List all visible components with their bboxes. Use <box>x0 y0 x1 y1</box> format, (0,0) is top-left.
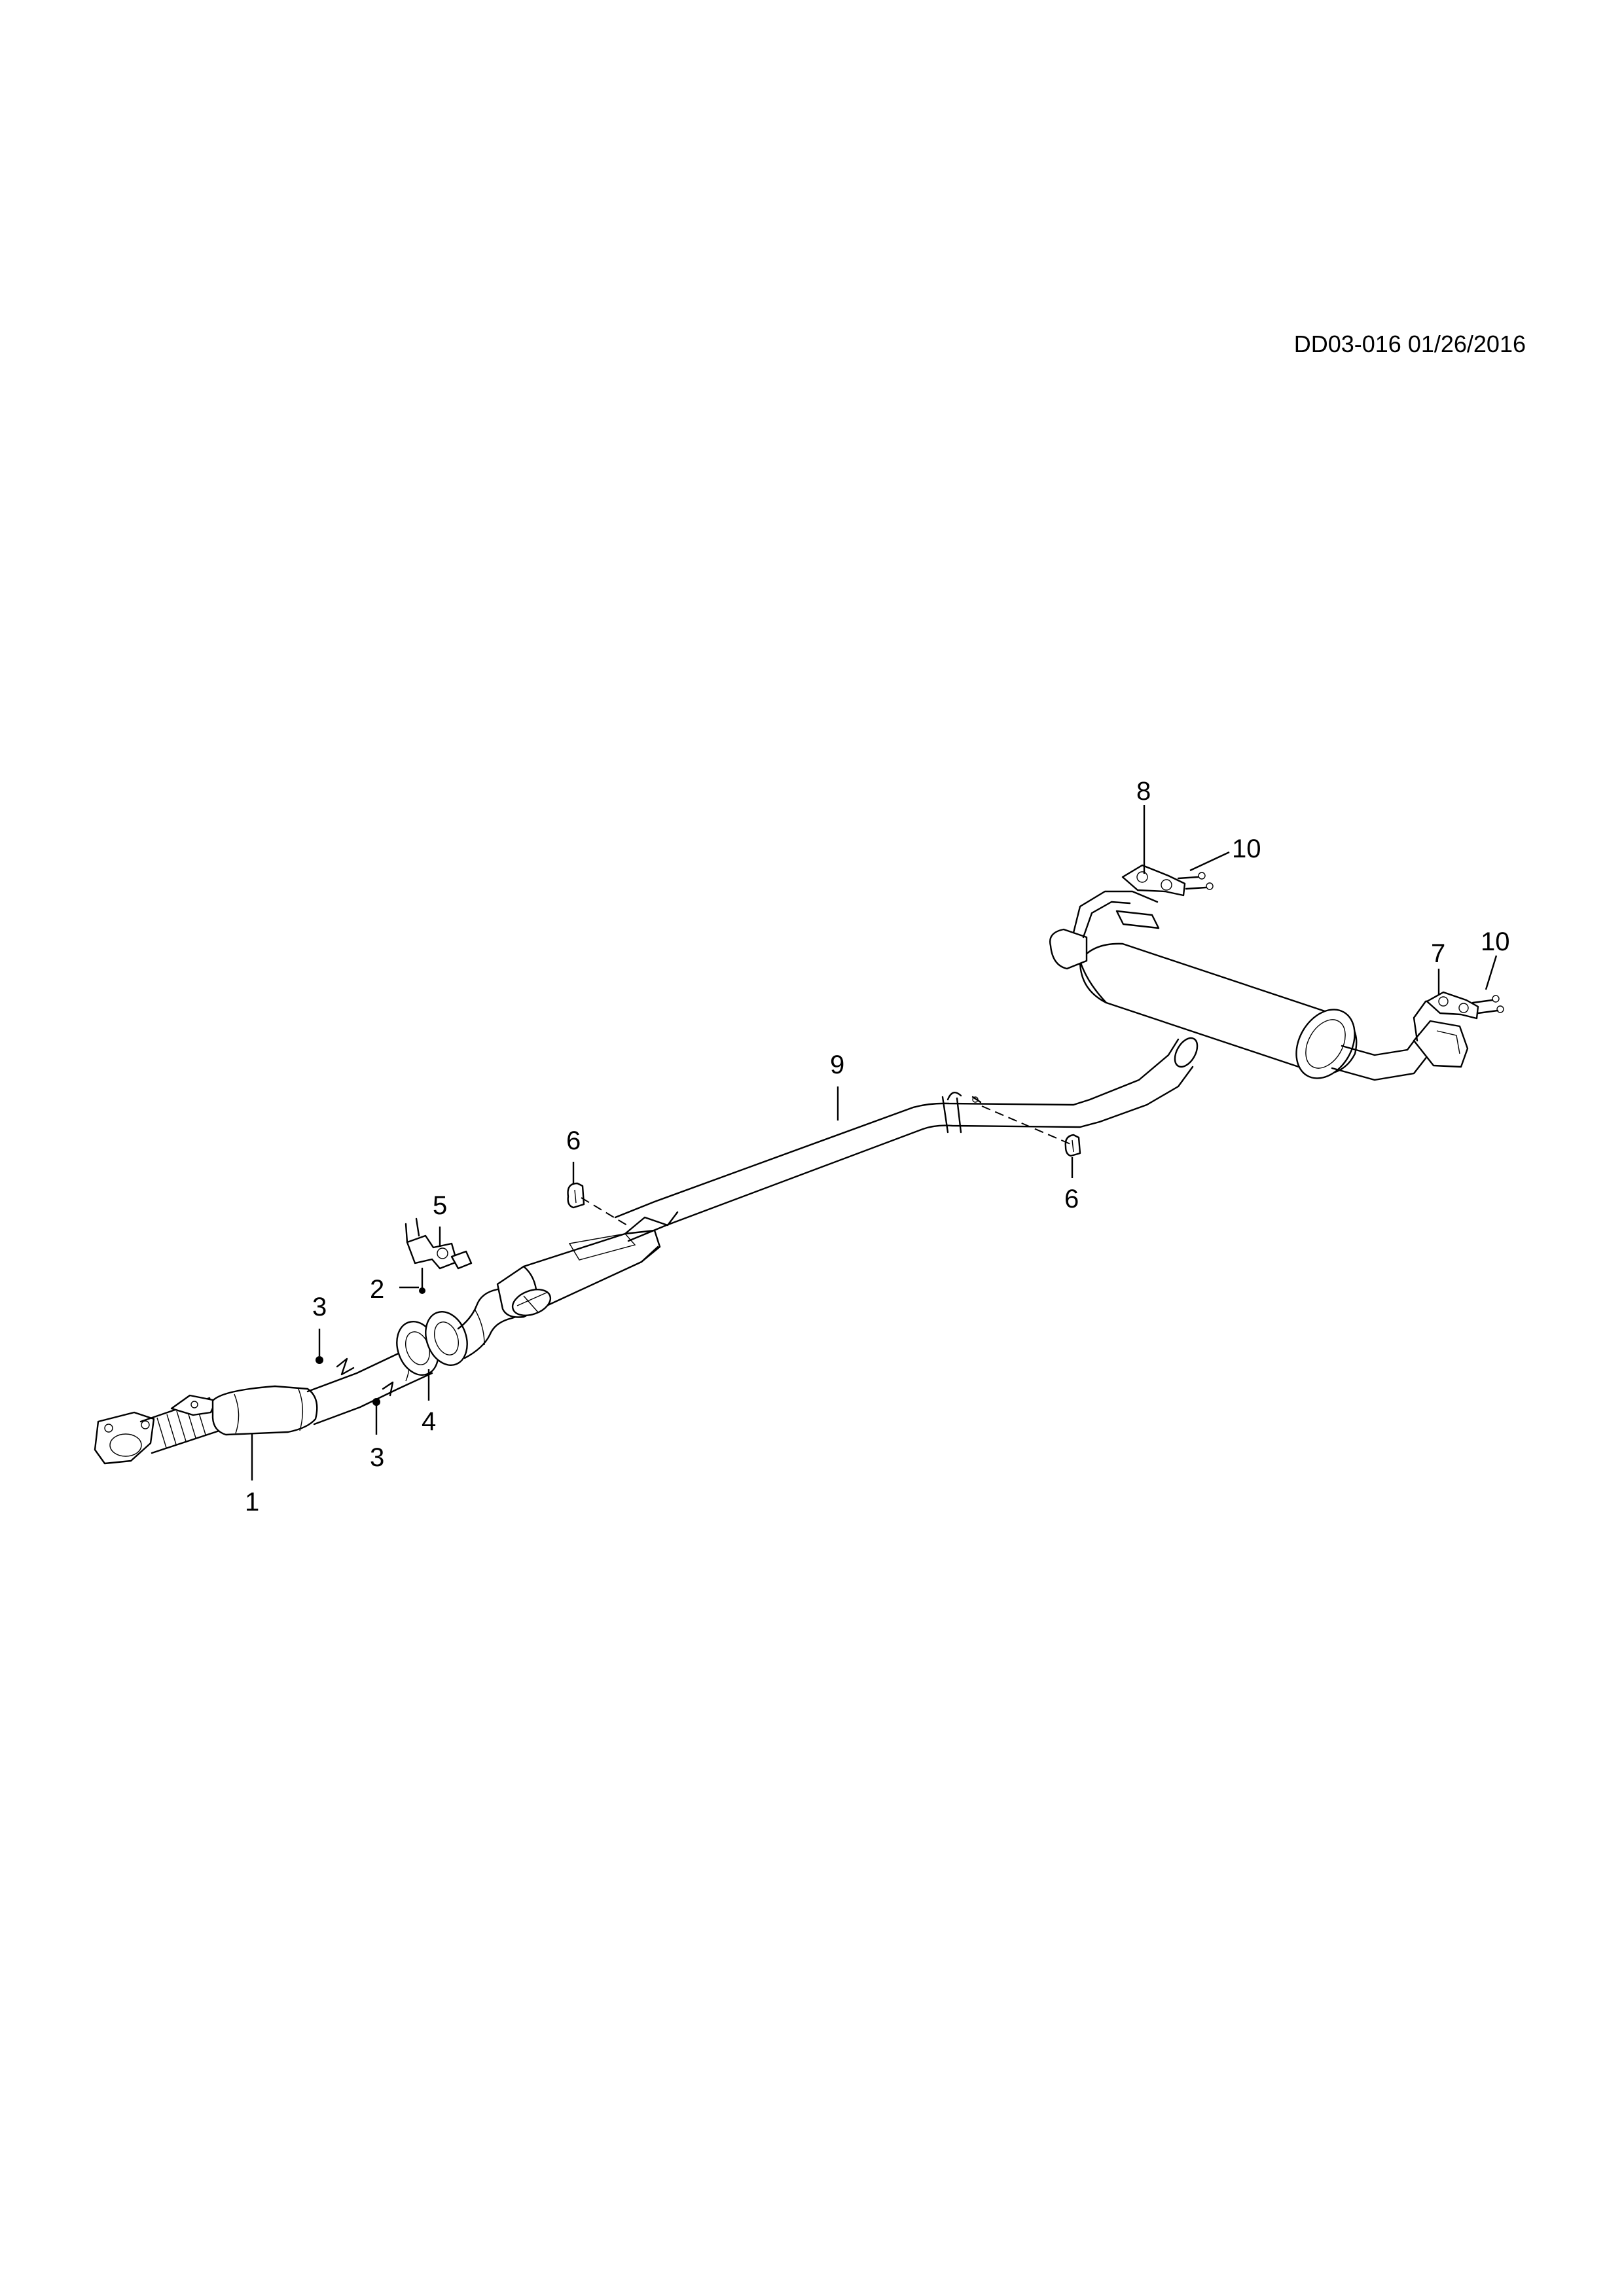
upper-hanger <box>1121 864 1214 897</box>
alignment-line-rear <box>981 1105 1074 1146</box>
alignment-line-front <box>581 1197 628 1226</box>
callout-5: 5 <box>433 1191 447 1220</box>
rubber-insulators <box>567 1134 1081 1209</box>
callout-10-upper: 10 <box>1232 834 1261 863</box>
callout-9: 9 <box>830 1050 844 1079</box>
callout-7: 7 <box>1431 939 1445 968</box>
callout-6-front: 6 <box>566 1126 581 1155</box>
rear-muffler <box>1049 890 1469 1081</box>
callout-1: 1 <box>245 1488 259 1516</box>
document-id: DD03-016 01/26/2016 <box>1293 331 1526 357</box>
joint-bolts <box>316 1356 394 1406</box>
callout-10-rear: 10 <box>1481 927 1510 956</box>
leader-lines <box>251 805 1498 1480</box>
callout-3-lower: 3 <box>370 1443 384 1472</box>
callout-labels: 1 2 3 3 4 5 6 6 7 8 9 10 10 <box>245 777 1510 1516</box>
callout-3-upper: 3 <box>312 1293 327 1321</box>
callout-4: 4 <box>422 1407 436 1436</box>
front-resonator <box>496 1211 679 1318</box>
hanger-bracket <box>405 1217 473 1294</box>
intermediate-pipe <box>396 1283 525 1376</box>
callout-6-rear: 6 <box>1064 1185 1079 1213</box>
callout-8: 8 <box>1136 777 1151 806</box>
callout-2: 2 <box>370 1275 384 1304</box>
main-pipe <box>614 1037 1199 1242</box>
rear-hanger <box>1426 991 1504 1020</box>
